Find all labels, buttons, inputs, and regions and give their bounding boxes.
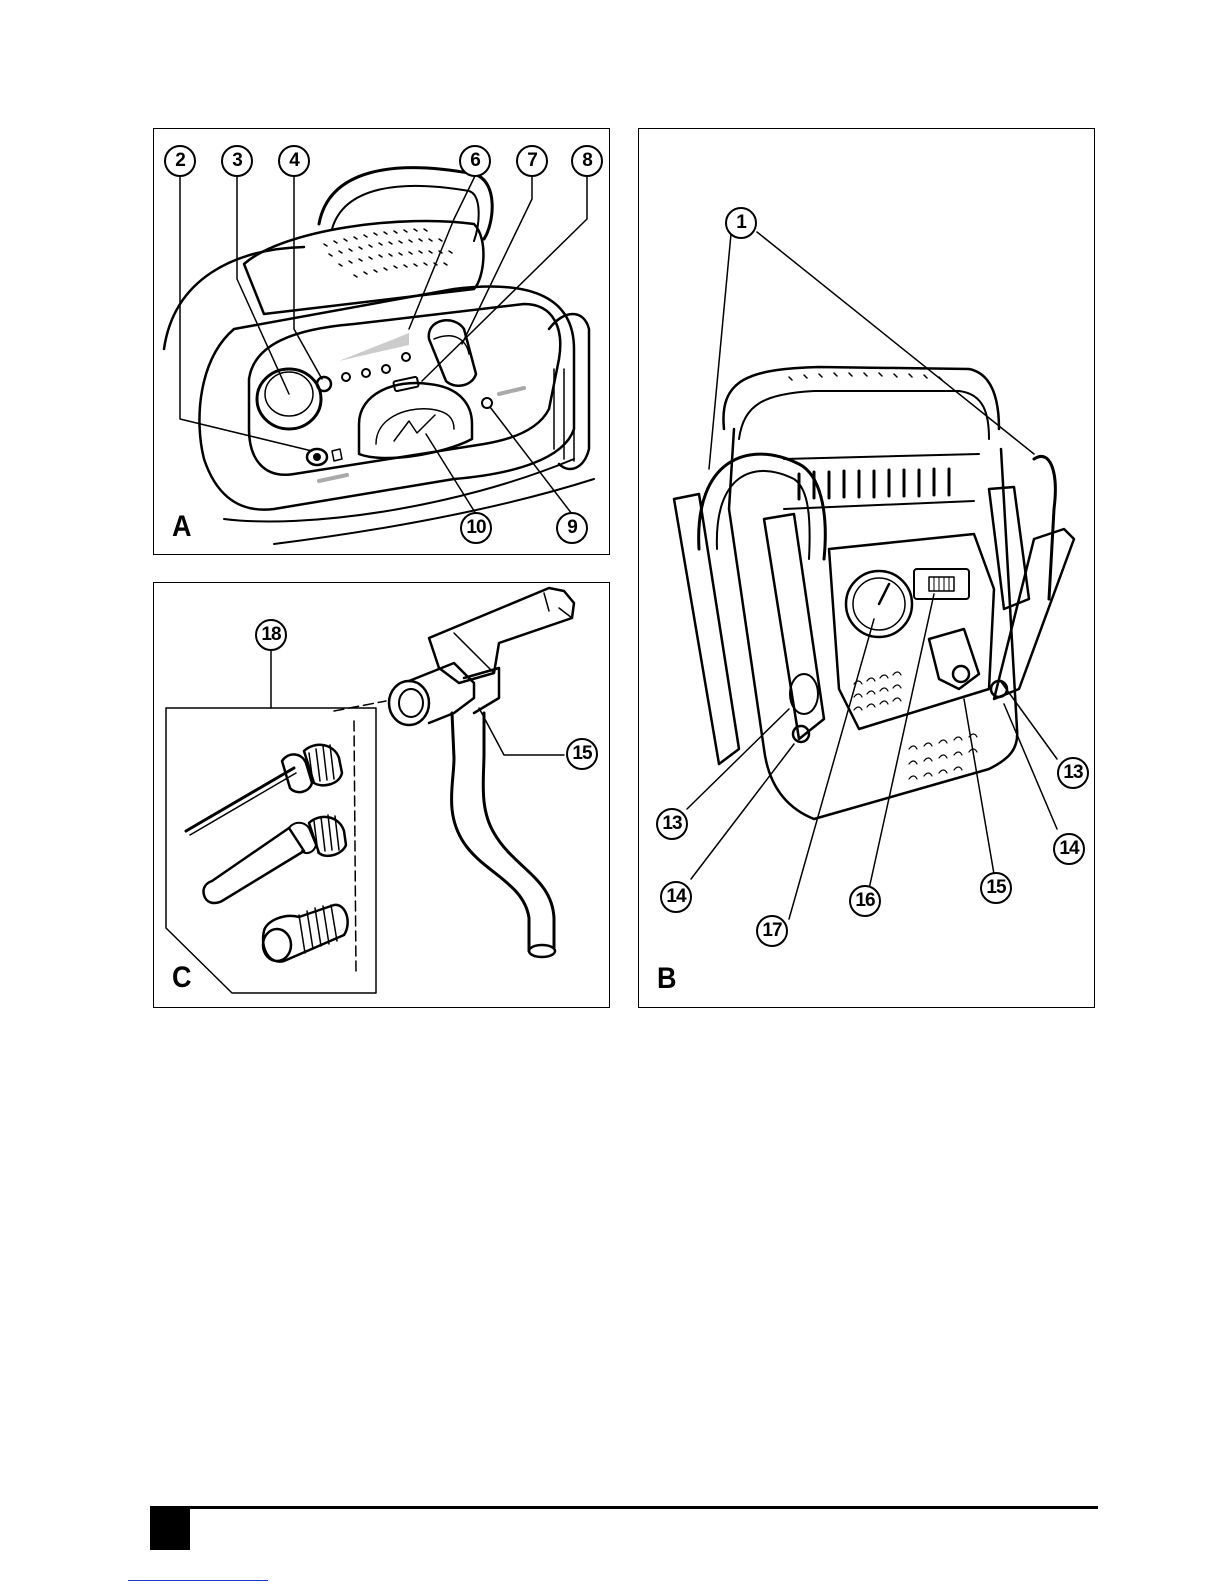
callout-9: 9 [556,512,588,544]
callout-17: 17 [756,915,788,947]
callout-8: 8 [571,145,603,177]
bottom-link-underline [128,1580,268,1581]
callout-1: 1 [725,207,757,239]
figure-a-panel: 2 3 4 6 7 8 10 9 A [153,128,610,555]
callout-14-right: 14 [1053,833,1085,865]
figure-c-panel: 18 15 C [153,582,610,1008]
callout-13-left: 13 [656,808,688,840]
figure-b-letter: B [657,964,677,994]
footer-rule [150,1506,1098,1509]
page-tab [150,1508,190,1550]
callout-14-left: 14 [660,881,692,913]
figure-c-illustration [154,583,611,1009]
callout-18: 18 [255,619,287,651]
figure-a-illustration [154,129,611,556]
callout-2: 2 [164,145,196,177]
figure-b-illustration [639,129,1096,1009]
figure-c-letter: C [172,963,192,993]
callout-13-right: 13 [1057,757,1089,789]
callout-10: 10 [460,512,492,544]
figure-a-letter: A [172,512,192,542]
callout-4: 4 [278,145,310,177]
callout-3: 3 [221,145,253,177]
callout-16: 16 [849,885,881,917]
callout-7: 7 [516,145,548,177]
callout-15: 15 [566,738,598,770]
callout-6: 6 [459,145,491,177]
figure-b-panel: 1 13 14 17 16 15 14 13 B [638,128,1095,1008]
callout-15: 15 [980,872,1012,904]
